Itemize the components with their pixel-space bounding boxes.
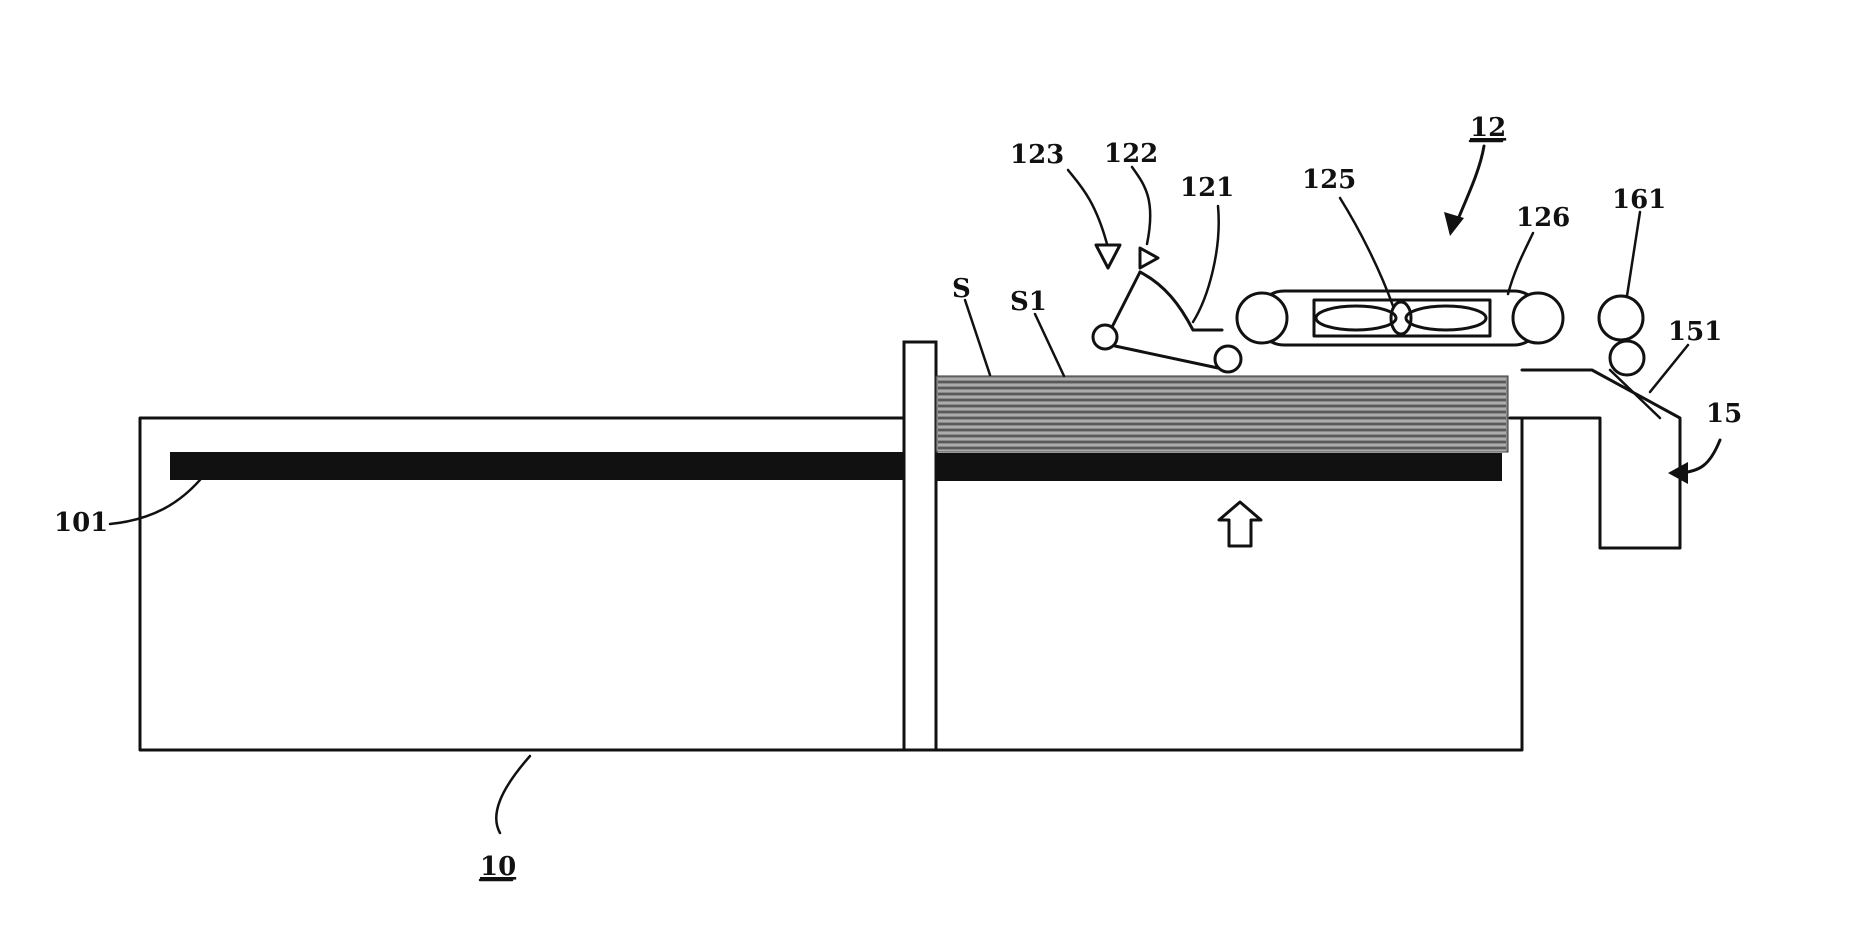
fan-hub <box>1391 302 1411 334</box>
label-121: 121 <box>1180 173 1234 203</box>
exit-roller-upper <box>1599 296 1643 340</box>
leader-S1 <box>1035 314 1064 376</box>
label-161: 161 <box>1612 185 1666 215</box>
label-S1: S1 <box>1010 287 1047 317</box>
exit-roller-lower <box>1610 341 1644 375</box>
leader-123 <box>1068 170 1107 244</box>
pickup-arm-lower <box>1115 346 1218 368</box>
pickup-mechanism <box>1093 245 1241 372</box>
support-plate-101 <box>170 452 904 480</box>
label-S: S <box>952 274 971 304</box>
belt-unit <box>1237 291 1563 345</box>
exit-tray-15 <box>1522 370 1680 548</box>
partition-wall <box>904 342 936 750</box>
belt-roller-left <box>1237 293 1287 343</box>
label-123: 123 <box>1010 140 1064 170</box>
lift-plate <box>936 453 1502 481</box>
arrow-15-head <box>1668 462 1688 484</box>
label-12: 12 <box>1470 113 1506 143</box>
pickup-roller <box>1215 346 1241 372</box>
sheet-stack <box>936 376 1508 452</box>
label-122: 122 <box>1104 139 1158 169</box>
leader-126 <box>1508 233 1533 294</box>
lift-arrow <box>1219 502 1261 546</box>
leader-S <box>965 300 990 375</box>
leader-151 <box>1650 345 1688 392</box>
leader-101 <box>110 474 205 524</box>
fan-blade-right <box>1406 306 1486 330</box>
sheet-stack-body <box>936 376 1508 452</box>
arrow-12 <box>1456 146 1484 224</box>
sensor-triangle-123 <box>1096 245 1120 268</box>
leader-161 <box>1627 212 1640 296</box>
label-101: 101 <box>54 508 108 538</box>
belt-roller-right <box>1513 293 1563 343</box>
leader-122 <box>1132 167 1150 244</box>
label-15: 15 <box>1706 399 1742 429</box>
label-10: 10 <box>480 852 516 882</box>
leader-10 <box>496 756 530 833</box>
exit-tray-guide <box>1610 370 1660 418</box>
label-151: 151 <box>1668 317 1722 347</box>
pickup-pivot-roller <box>1093 325 1117 349</box>
sensor-triangle-122 <box>1140 248 1158 268</box>
leader-121 <box>1193 206 1219 322</box>
label-126: 126 <box>1516 203 1570 233</box>
label-125: 125 <box>1302 165 1356 195</box>
fan-blade-left <box>1316 306 1396 330</box>
